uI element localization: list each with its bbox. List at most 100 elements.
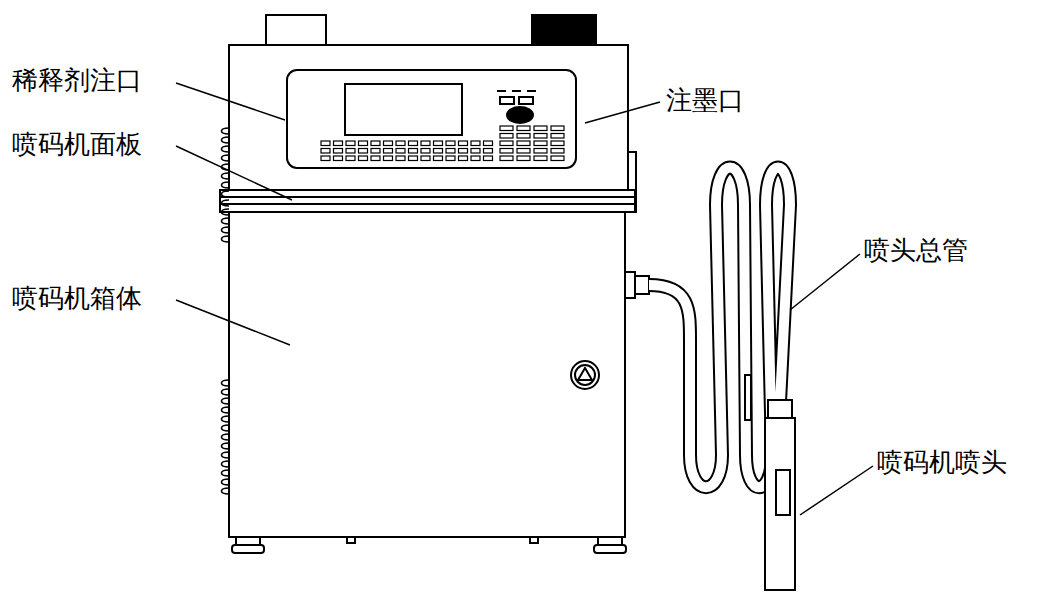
key [534, 134, 547, 139]
key [534, 126, 547, 131]
screen [345, 84, 462, 135]
vent-fin [222, 137, 230, 143]
callout-label: 喷码机喷头 [877, 448, 1007, 478]
vent-fin [222, 218, 230, 224]
print-head-slot [776, 470, 790, 515]
key [321, 149, 330, 154]
leader-line [176, 83, 285, 120]
band-line [220, 196, 635, 198]
vent-fin [222, 452, 230, 458]
leader-line [176, 300, 290, 345]
nozzle-fitting [768, 400, 792, 418]
mark [497, 90, 506, 92]
vent-fin [222, 434, 230, 440]
lock-knob [571, 361, 599, 389]
vent-fin [222, 407, 230, 413]
key [500, 97, 514, 104]
vent-fin [222, 488, 230, 494]
vent-fin [222, 443, 230, 449]
band-line [220, 203, 635, 205]
key [459, 149, 468, 154]
leader-line [585, 102, 660, 123]
hose-fitting [625, 272, 635, 298]
key [484, 149, 493, 154]
vent-fin [222, 155, 230, 161]
callout-label: 注墨口 [666, 86, 744, 116]
vent-fin [222, 191, 230, 197]
key [500, 134, 513, 139]
key [384, 141, 393, 146]
key [517, 134, 530, 139]
key [334, 141, 343, 146]
key [517, 156, 530, 161]
key [321, 156, 330, 161]
key [346, 149, 355, 154]
callout-label: 喷码机箱体 [12, 284, 142, 314]
hose-fitting [635, 276, 649, 294]
vent-fin [222, 425, 230, 431]
upper-housing [229, 45, 628, 193]
key [471, 149, 480, 154]
key [359, 149, 368, 154]
key [421, 156, 430, 161]
lock-knob-inner [575, 365, 595, 385]
mark [527, 90, 536, 92]
key [484, 141, 493, 146]
key [471, 156, 480, 161]
key [396, 149, 405, 154]
key [551, 156, 564, 161]
print-head [765, 418, 795, 590]
joystick-key [507, 107, 533, 123]
key [551, 134, 564, 139]
vent-fin [222, 389, 230, 395]
vent-fin [222, 227, 230, 233]
key [500, 141, 513, 146]
control-panel [287, 70, 576, 168]
vent-fin [222, 236, 230, 242]
key [459, 156, 468, 161]
vent-fin [222, 173, 230, 179]
key [334, 156, 343, 161]
vent-fin [222, 479, 230, 485]
key [446, 149, 455, 154]
ink-cap [532, 15, 596, 46]
key [534, 156, 547, 161]
key [409, 149, 418, 154]
key [534, 149, 547, 154]
vent-fin [222, 398, 230, 404]
vent-fin [222, 200, 230, 206]
key [346, 156, 355, 161]
key [396, 141, 405, 146]
diluent-cap [266, 15, 326, 46]
knob-triangle [578, 368, 592, 380]
leader-line [176, 146, 292, 200]
key [517, 141, 530, 146]
key [517, 126, 530, 131]
key [500, 156, 513, 161]
leader-line [800, 466, 873, 515]
hose-clip [745, 375, 751, 420]
key [500, 149, 513, 154]
callout-label: 稀释剂注口 [12, 66, 142, 96]
key [446, 141, 455, 146]
key [551, 141, 564, 146]
key [409, 141, 418, 146]
vent-fin [222, 146, 230, 152]
key [484, 156, 493, 161]
callout-label: 喷头总管 [864, 236, 968, 266]
key [519, 97, 533, 104]
key [446, 156, 455, 161]
vent-fin [222, 209, 230, 215]
key [500, 126, 513, 131]
key [421, 149, 430, 154]
foot [232, 545, 264, 553]
key [471, 141, 480, 146]
callout-label: 喷码机面板 [12, 130, 142, 160]
key [459, 141, 468, 146]
panel-band [220, 190, 635, 212]
cabinet-body [229, 212, 625, 537]
vent-fin [222, 380, 230, 386]
key [517, 149, 530, 154]
key [434, 149, 443, 154]
